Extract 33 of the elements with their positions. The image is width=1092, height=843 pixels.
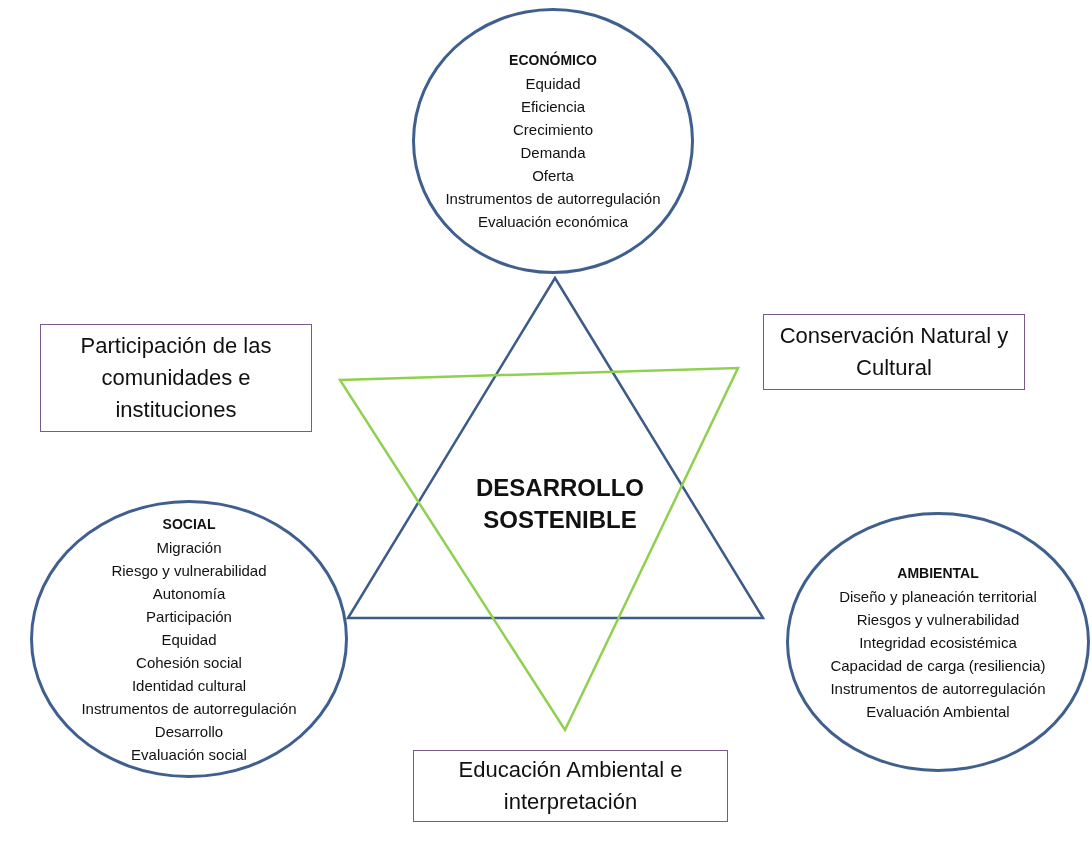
- list-item: Evaluación Ambiental: [866, 701, 1010, 722]
- list-item: Instrumentos de autorregulación: [445, 189, 661, 209]
- list-item: Demanda: [520, 143, 586, 163]
- list-item: Riesgos y vulnerabilidad: [856, 609, 1020, 630]
- list-item: Cohesión social: [136, 652, 242, 673]
- list-item: Autonomía: [152, 583, 226, 604]
- list-item: Desarrollo: [154, 721, 224, 742]
- topic-circle: [30, 500, 348, 778]
- list-item: Eficiencia: [520, 97, 586, 117]
- list-item: Equidad: [525, 74, 581, 94]
- topic-circle: [412, 8, 694, 274]
- circle-heading: AMBIENTAL: [897, 563, 979, 583]
- list-item: Equidad: [161, 629, 217, 650]
- list-item: Evaluación económica: [477, 212, 629, 232]
- circle-heading: ECONÓMICO: [509, 50, 597, 70]
- concept-box: Participación de las comunidades e instituciones: [40, 324, 312, 432]
- list-item: Riesgo y vulnerabilidad: [111, 560, 267, 581]
- list-item: Instrumentos de autorregulación: [830, 678, 1046, 699]
- list-item: Capacidad de carga (resiliencia): [830, 655, 1046, 676]
- circle-heading: SOCIAL: [162, 514, 216, 534]
- list-item: Identidad cultural: [131, 675, 247, 696]
- topic-circle: [786, 512, 1090, 772]
- list-item: Diseño y planeación territorial: [839, 586, 1037, 607]
- list-item: Instrumentos de autorregulación: [81, 698, 297, 719]
- concept-box: Educación Ambiental e interpretación: [413, 750, 728, 822]
- list-item: Crecimiento: [513, 120, 593, 140]
- list-item: Participación: [146, 606, 232, 627]
- list-item: Migración: [156, 537, 222, 558]
- concept-box: Conservación Natural y Cultural: [763, 314, 1025, 390]
- center-title: DESARROLLO SOSTENIBLE: [475, 473, 645, 535]
- list-item: Oferta: [532, 166, 574, 186]
- list-item: Evaluación social: [131, 744, 247, 765]
- list-item: Integridad ecosistémica: [859, 632, 1017, 653]
